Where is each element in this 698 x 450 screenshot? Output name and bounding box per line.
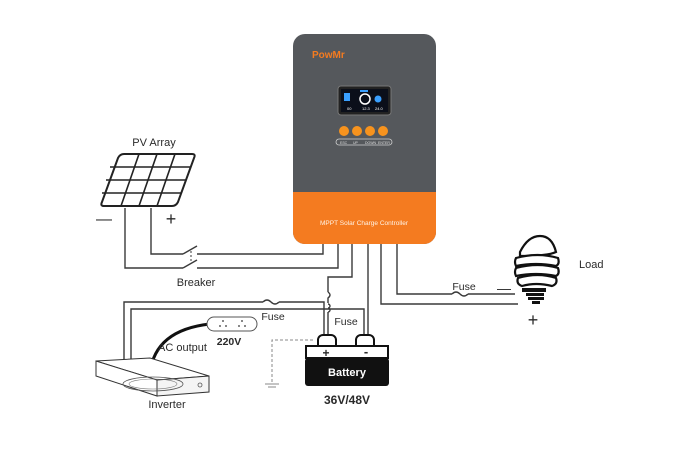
- battery-label: Battery: [328, 367, 367, 379]
- inverter-fan-grille: [122, 376, 184, 392]
- load-fuse-symbol: [451, 291, 469, 297]
- down-button[interactable]: [365, 126, 375, 136]
- outlet-icon: [206, 316, 258, 332]
- wires: [123, 208, 518, 388]
- brand-logo: PowMr: [312, 50, 345, 61]
- battery: + - Battery 36V/48V: [305, 334, 389, 407]
- battery-minus-symbol: -: [364, 344, 368, 359]
- lcd-value-2: 12.3: [362, 106, 371, 111]
- load-pos-wire: [380, 244, 518, 305]
- inverter: Inverter: [95, 357, 210, 411]
- controller-label: MPPT Solar Charge Controller: [320, 220, 409, 227]
- inverter-power-icon: [197, 382, 203, 388]
- battery-fuse-symbol: [327, 303, 331, 313]
- battery-voltage: 36V/48V: [324, 393, 370, 407]
- ac-output-label: AC output: [158, 342, 207, 354]
- pv-icon: [344, 93, 350, 101]
- pv-positive-wire-a: [150, 208, 183, 255]
- controller-orange-panel: [293, 192, 436, 244]
- load-minus-symbol: —: [497, 280, 511, 296]
- inverter-fuse-label: Fuse: [261, 311, 285, 323]
- battery-plus-symbol: +: [322, 346, 329, 360]
- pv-array: PV Array — +: [96, 137, 196, 229]
- charge-cycle-icon: [359, 93, 371, 105]
- battery-pos-terminal: [317, 334, 337, 346]
- inverter-fuse-symbol: [262, 299, 280, 305]
- battery-neg-terminal: [355, 334, 375, 346]
- button-label-enter: ENTER: [378, 141, 390, 145]
- button-label-up: UP: [353, 141, 359, 145]
- breaker-switch-2: [182, 259, 198, 269]
- battery-pos-wire-a: [327, 244, 353, 292]
- button-label-down: DOWN: [365, 141, 377, 145]
- pv-negative-wire-a: [124, 208, 183, 269]
- charge-controller: PowMr 00 12.3 24.0 ESC UP DOWN ENTER MPP…: [293, 34, 436, 244]
- button-label-esc: ESC: [340, 141, 348, 145]
- inverter-wire-outer-b: [279, 301, 325, 335]
- button-label-strip: [335, 138, 393, 146]
- pv-negative-wire-b: [197, 244, 339, 269]
- inverter-label: Inverter: [148, 399, 186, 411]
- pv-array-label: PV Array: [132, 137, 176, 149]
- load-neg-wire-a: [396, 244, 452, 295]
- enter-button[interactable]: [378, 126, 388, 136]
- load-plus-symbol: +: [528, 310, 539, 330]
- lcd-value-1: 00: [347, 106, 352, 111]
- breaker-switch-1: [182, 245, 198, 255]
- pv-positive-wire-b: [197, 244, 324, 255]
- breaker-label: Breaker: [177, 277, 216, 289]
- load-icon: [374, 95, 382, 103]
- inverter-wire-inner: [130, 308, 365, 368]
- up-button[interactable]: [352, 126, 362, 136]
- load-fuse-label: Fuse: [452, 281, 476, 293]
- bulb-icon: [518, 234, 558, 258]
- ac-voltage: 220V: [217, 336, 242, 348]
- lcd-value-3: 24.0: [375, 106, 384, 111]
- pv-minus-symbol: —: [96, 211, 112, 228]
- esc-button[interactable]: [339, 126, 349, 136]
- pv-plus-symbol: +: [166, 209, 177, 229]
- load-bulb: Load — +: [497, 234, 603, 330]
- battery-fuse-label: Fuse: [334, 316, 358, 328]
- ground-wire: [271, 339, 313, 383]
- lcd-display: [341, 89, 388, 112]
- load-label: Load: [579, 259, 603, 271]
- battery-level-icon: [360, 90, 368, 92]
- battery-pos-wire-b: [327, 291, 331, 303]
- solar-panel-icon: [100, 153, 196, 207]
- battery-body: [305, 358, 389, 386]
- inverter-wire-outer-a: [123, 301, 263, 368]
